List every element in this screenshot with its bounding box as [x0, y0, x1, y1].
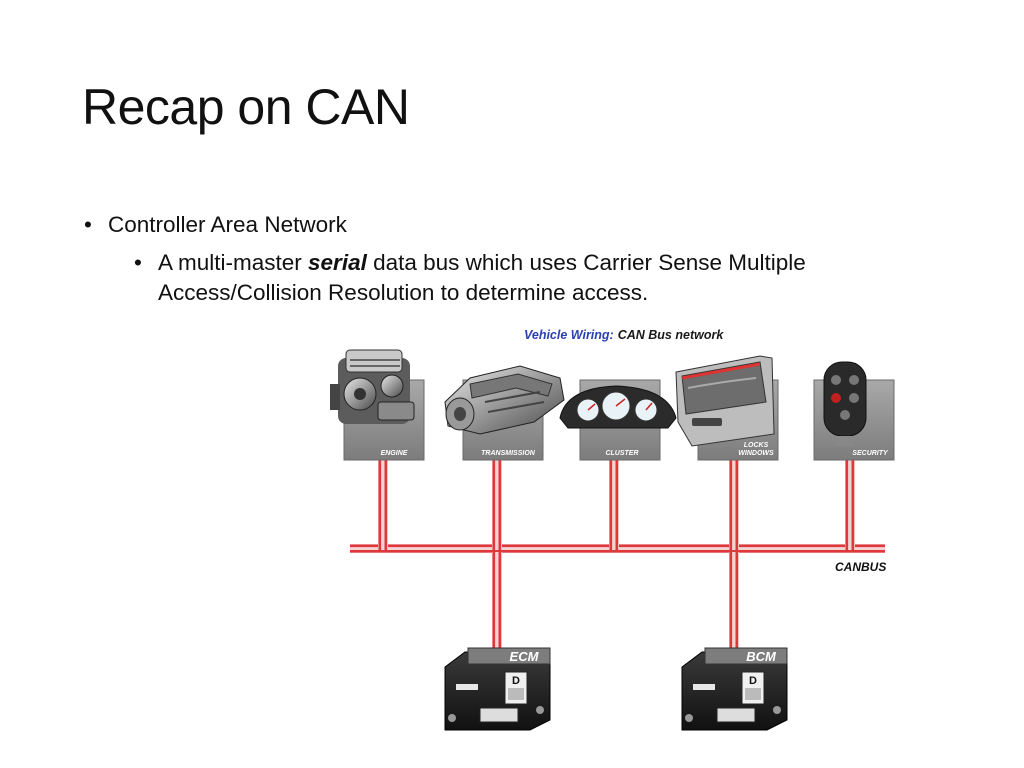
controller-bcm-label: BCM	[746, 649, 777, 664]
node-security-label: SECURITY	[852, 450, 889, 457]
diagram-heading: Vehicle Wiring: CAN Bus network	[524, 328, 724, 342]
bullet-emphasis: serial	[308, 250, 367, 275]
node-drop-wires	[378, 460, 855, 550]
canbus-label: CANBUS	[835, 560, 886, 574]
controller-ecm-label: ECM	[510, 649, 540, 664]
diagram-heading-part1: Vehicle Wiring:	[524, 328, 614, 342]
node-windows-label: WINDOWS	[738, 450, 774, 457]
car-door-icon	[675, 355, 775, 447]
node-cluster-label: CLUSTER	[605, 450, 638, 457]
engine-icon	[330, 349, 415, 424]
can-bus-diagram: Vehicle Wiring: CAN Bus network CANBUS	[320, 322, 900, 742]
diagram-heading-part2: CAN Bus network	[618, 328, 725, 342]
control-module-icon: D	[685, 671, 781, 723]
bullet-controller-area-network: Controller Area Network	[84, 210, 944, 240]
node-transmission: TRANSMISSION	[444, 365, 565, 461]
bullet-text-prefix: A multi-master	[158, 250, 309, 275]
node-locks-windows: LOCKS WINDOWS	[675, 355, 779, 461]
node-transmission-label: TRANSMISSION	[481, 450, 536, 457]
bcm-badge: D	[749, 675, 757, 687]
ecm-badge: D	[512, 675, 520, 687]
controller-drop-wires	[492, 552, 739, 652]
control-module-icon: D	[448, 671, 544, 723]
node-locks-label: LOCKS	[744, 442, 769, 449]
node-security: SECURITY	[813, 361, 895, 461]
bullet-multi-master: A multi-master serial data bus which use…	[134, 248, 944, 308]
node-engine: ENGINE	[330, 349, 425, 461]
bullet-list: Controller Area Network A multi-master s…	[84, 210, 944, 308]
gauge-cluster-icon	[559, 385, 677, 429]
controller-bcm: BCM D	[681, 647, 788, 731]
key-fob-icon	[823, 361, 867, 446]
node-engine-label: ENGINE	[381, 450, 408, 457]
slide-title: Recap on CAN	[82, 79, 410, 135]
bullet-text-suffix: data bus which uses Carrier Sense Multip…	[158, 250, 806, 305]
transmission-icon	[444, 365, 565, 435]
controller-ecm: ECM D	[444, 647, 551, 731]
node-cluster: CLUSTER	[559, 379, 677, 461]
can-bus-diagram-svg: Vehicle Wiring: CAN Bus network CANBUS	[330, 328, 895, 731]
